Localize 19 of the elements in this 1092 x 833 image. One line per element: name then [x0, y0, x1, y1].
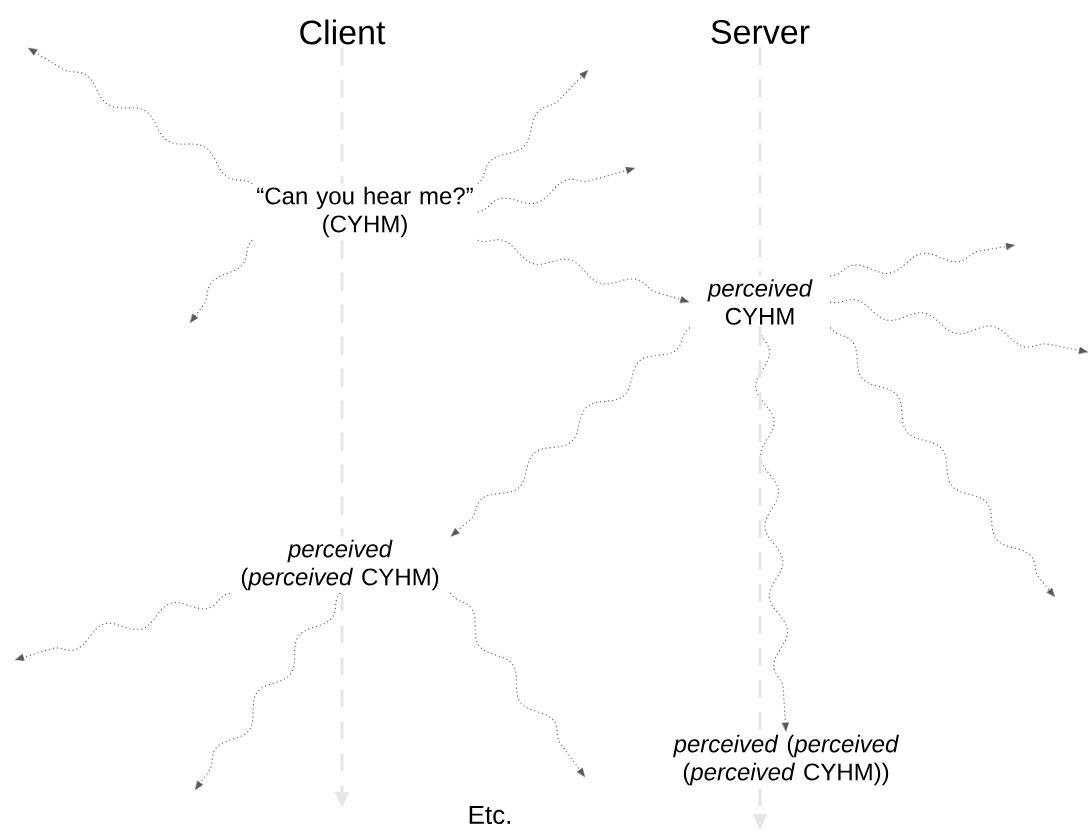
wavy-arrow	[190, 239, 253, 323]
wavy-arrow	[830, 243, 1015, 277]
wavy-arrow	[477, 167, 635, 213]
message-text: perceived (perceived (perceived CYHM))	[673, 734, 899, 786]
note: Etc.	[469, 805, 511, 825]
wavy-arrow	[28, 48, 253, 185]
wavy-arrow	[477, 239, 689, 303]
wavy-arrow	[830, 327, 1055, 597]
message-text: perceived (perceived CYHM)	[241, 539, 439, 591]
wavy-arrow	[195, 592, 341, 790]
wavy-arrow	[451, 327, 690, 537]
lifeline-heading: Server	[711, 19, 810, 45]
message-text: “Can you hear me?” (CYHM)	[257, 186, 473, 238]
lifeline-heading: Client	[300, 19, 386, 45]
wavy-arrow	[830, 298, 1088, 354]
wavy-arrow	[450, 592, 585, 777]
wavy-arrow	[15, 592, 230, 661]
message-text: perceived CYHM	[707, 279, 813, 325]
wavy-arrow	[477, 70, 588, 185]
